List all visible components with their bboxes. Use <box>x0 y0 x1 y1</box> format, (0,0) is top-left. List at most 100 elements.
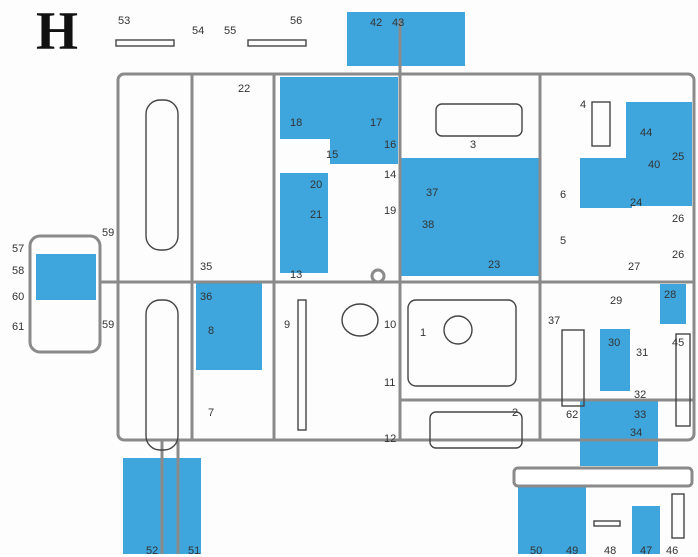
part-label-40: 40 <box>648 159 661 171</box>
part-label-29: 29 <box>610 295 623 307</box>
highlight-8 <box>196 282 262 370</box>
part-36-track-loop <box>145 299 179 451</box>
highlight-50-49 <box>518 480 586 554</box>
part-label-15: 15 <box>326 149 339 161</box>
part-label-57: 57 <box>12 243 25 255</box>
sheet-letter: H <box>36 1 79 61</box>
part-label-25: 25 <box>672 151 685 163</box>
part-1-hull <box>407 299 517 387</box>
part-label-12: 12 <box>384 433 397 445</box>
part-label-14: 14 <box>384 169 397 181</box>
part-label-19: 19 <box>384 205 397 217</box>
part-label-3: 3 <box>470 139 477 151</box>
part-label-31: 31 <box>636 347 649 359</box>
part-label-34: 34 <box>630 427 643 439</box>
highlight-20-21-13 <box>280 173 328 273</box>
part-label-59: 59 <box>102 319 115 331</box>
part-10-wheel <box>341 303 379 337</box>
part-label-43: 43 <box>392 17 405 29</box>
highlight-44-25 <box>626 102 692 206</box>
part-4-bracket <box>591 101 611 147</box>
part-label-22: 22 <box>238 83 251 95</box>
part-45-post <box>675 333 691 427</box>
part-label-23: 23 <box>488 259 501 271</box>
part-label-13: 13 <box>290 269 303 281</box>
side-tab <box>28 234 102 354</box>
part-label-53: 53 <box>118 15 131 27</box>
bottom-right-runner <box>512 466 694 488</box>
part-label-24: 24 <box>630 197 643 209</box>
highlight-42-43 <box>347 12 465 66</box>
part-label-42: 42 <box>370 17 383 29</box>
part-label-28: 28 <box>664 289 677 301</box>
part-label-59: 59 <box>102 227 115 239</box>
part-label-5: 5 <box>560 235 567 247</box>
part-label-30: 30 <box>608 337 621 349</box>
part-label-32: 32 <box>634 389 647 401</box>
part-label-2: 2 <box>512 407 519 419</box>
part-label-10: 10 <box>384 319 397 331</box>
part-label-37: 37 <box>548 315 561 327</box>
part-2-fender <box>429 411 523 449</box>
part-label-8: 8 <box>208 325 215 337</box>
part-label-49: 49 <box>566 545 579 557</box>
part-label-20: 20 <box>310 179 323 191</box>
highlight-28 <box>660 284 686 324</box>
part-48-bar <box>593 520 621 527</box>
part-3-fender <box>435 103 523 137</box>
part-label-18: 18 <box>290 117 303 129</box>
highlight-40-24 <box>580 158 632 208</box>
part-label-60: 60 <box>12 291 25 303</box>
part-label-9: 9 <box>284 319 291 331</box>
part-label-1: 1 <box>420 327 427 339</box>
runner-frame <box>28 20 696 554</box>
part-label-56: 56 <box>290 15 303 27</box>
part-label-61: 61 <box>12 321 25 333</box>
part-label-47: 47 <box>640 545 653 557</box>
part-label-62: 62 <box>566 409 579 421</box>
part-label-44: 44 <box>640 127 653 139</box>
part-62-grille <box>561 329 585 407</box>
highlight-47 <box>632 506 660 554</box>
part-label-54: 54 <box>192 25 205 37</box>
part-35-track-loop <box>145 99 179 251</box>
highlight-23-37-38 <box>400 158 540 276</box>
part-label-51: 51 <box>188 545 201 557</box>
part-label-11: 11 <box>384 377 396 389</box>
part-label-52: 52 <box>146 545 159 557</box>
part-label-33: 33 <box>634 409 647 421</box>
part-label-55: 55 <box>224 25 237 37</box>
part-label-4: 4 <box>580 99 587 111</box>
highlight-16 <box>330 136 398 164</box>
part-label-48: 48 <box>604 545 617 557</box>
part-label-16: 16 <box>384 139 397 151</box>
part-label-27: 27 <box>628 261 641 273</box>
part-label-37: 37 <box>426 187 439 199</box>
part-46-post <box>671 493 685 539</box>
outer-runner <box>116 72 696 442</box>
highlight-60 <box>36 254 96 300</box>
part-label-6: 6 <box>560 189 567 201</box>
highlight-30 <box>600 329 630 391</box>
highlight-33-34 <box>580 400 658 466</box>
part-53-rod <box>115 39 175 47</box>
part-label-21: 21 <box>310 209 323 221</box>
part-label-17: 17 <box>370 117 383 129</box>
part-label-38: 38 <box>422 219 435 231</box>
part-label-45: 45 <box>672 337 685 349</box>
part-label-26: 26 <box>672 249 685 261</box>
center-gate <box>370 268 386 284</box>
part-label-58: 58 <box>12 265 25 277</box>
part-label-35: 35 <box>200 261 213 273</box>
highlight-17-18 <box>280 77 398 139</box>
part-outlines <box>115 39 691 539</box>
part-56-rod <box>247 39 307 47</box>
part-9-rod <box>297 299 307 431</box>
part-1-hatch <box>443 315 473 345</box>
part-label-26: 26 <box>672 213 685 225</box>
part-label-36: 36 <box>200 291 213 303</box>
part-label-50: 50 <box>530 545 543 557</box>
part-label-7: 7 <box>208 407 215 419</box>
